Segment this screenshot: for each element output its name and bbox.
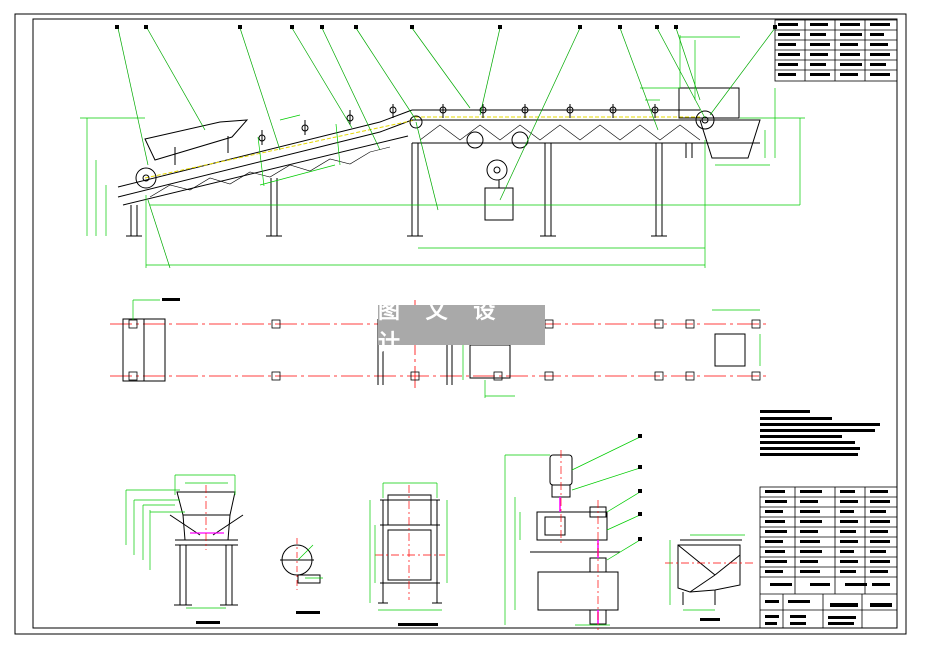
plan-dimensions [132,299,761,398]
pin-detail [280,538,323,614]
horizontal-truss [412,109,760,144]
horizontal-idlers [439,104,659,118]
drive-pulley-icon [486,159,508,181]
support-legs [126,143,693,237]
elevation-dimensions [80,35,805,268]
watermark-banner: 图 文 设 计 [378,298,545,356]
idler-cross-section-detail [125,474,244,624]
tail-pulley-icon [135,167,157,189]
plan-bolt-holes [128,319,761,381]
inclined-idlers [258,104,397,145]
plan-frame [122,318,746,385]
leader-tick-marks [115,25,777,29]
drawing-frame [14,13,907,635]
pulley-side-detail [369,482,448,626]
bracket-section-detail [665,534,755,621]
top-right-title-table [774,19,898,82]
conveyor-plan-view [110,298,770,398]
inclined-truss-bracing [149,146,391,198]
head-section [678,87,761,159]
gearbox-icon [536,511,608,541]
feed-hopper [144,119,249,165]
head-pulley-icon [695,110,715,130]
technical-notes [760,410,880,456]
conveyor-elevation-view [80,25,805,269]
title-block-text [765,490,892,625]
horizontal-truss-bracing [419,124,701,141]
pulleys [135,110,715,189]
drive-assembly-detail [504,434,642,630]
bend-pulley-icon [409,115,423,129]
top-right-table-text [778,23,890,76]
title-block [759,486,898,629]
drive-unit [484,180,514,221]
part-leader-lines [117,27,776,269]
inclined-truss [117,109,413,206]
